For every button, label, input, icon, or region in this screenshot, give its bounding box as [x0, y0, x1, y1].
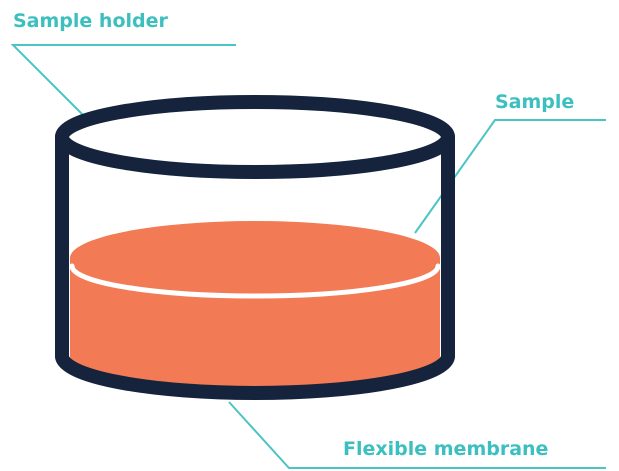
sample-holder-label: Sample holder — [13, 10, 168, 32]
sample-label: Sample — [495, 91, 575, 113]
holder-rim — [55, 95, 455, 179]
sample-holder — [55, 95, 455, 400]
flexible-membrane-label: Flexible membrane — [343, 438, 549, 460]
sample-surface-highlight — [69, 263, 441, 299]
sample-surface — [70, 221, 440, 295]
flexible-membrane — [55, 354, 455, 400]
sample-holder-leader-line — [10, 44, 236, 124]
membrane-leader-line — [228, 401, 606, 469]
sample-liquid — [69, 221, 441, 392]
